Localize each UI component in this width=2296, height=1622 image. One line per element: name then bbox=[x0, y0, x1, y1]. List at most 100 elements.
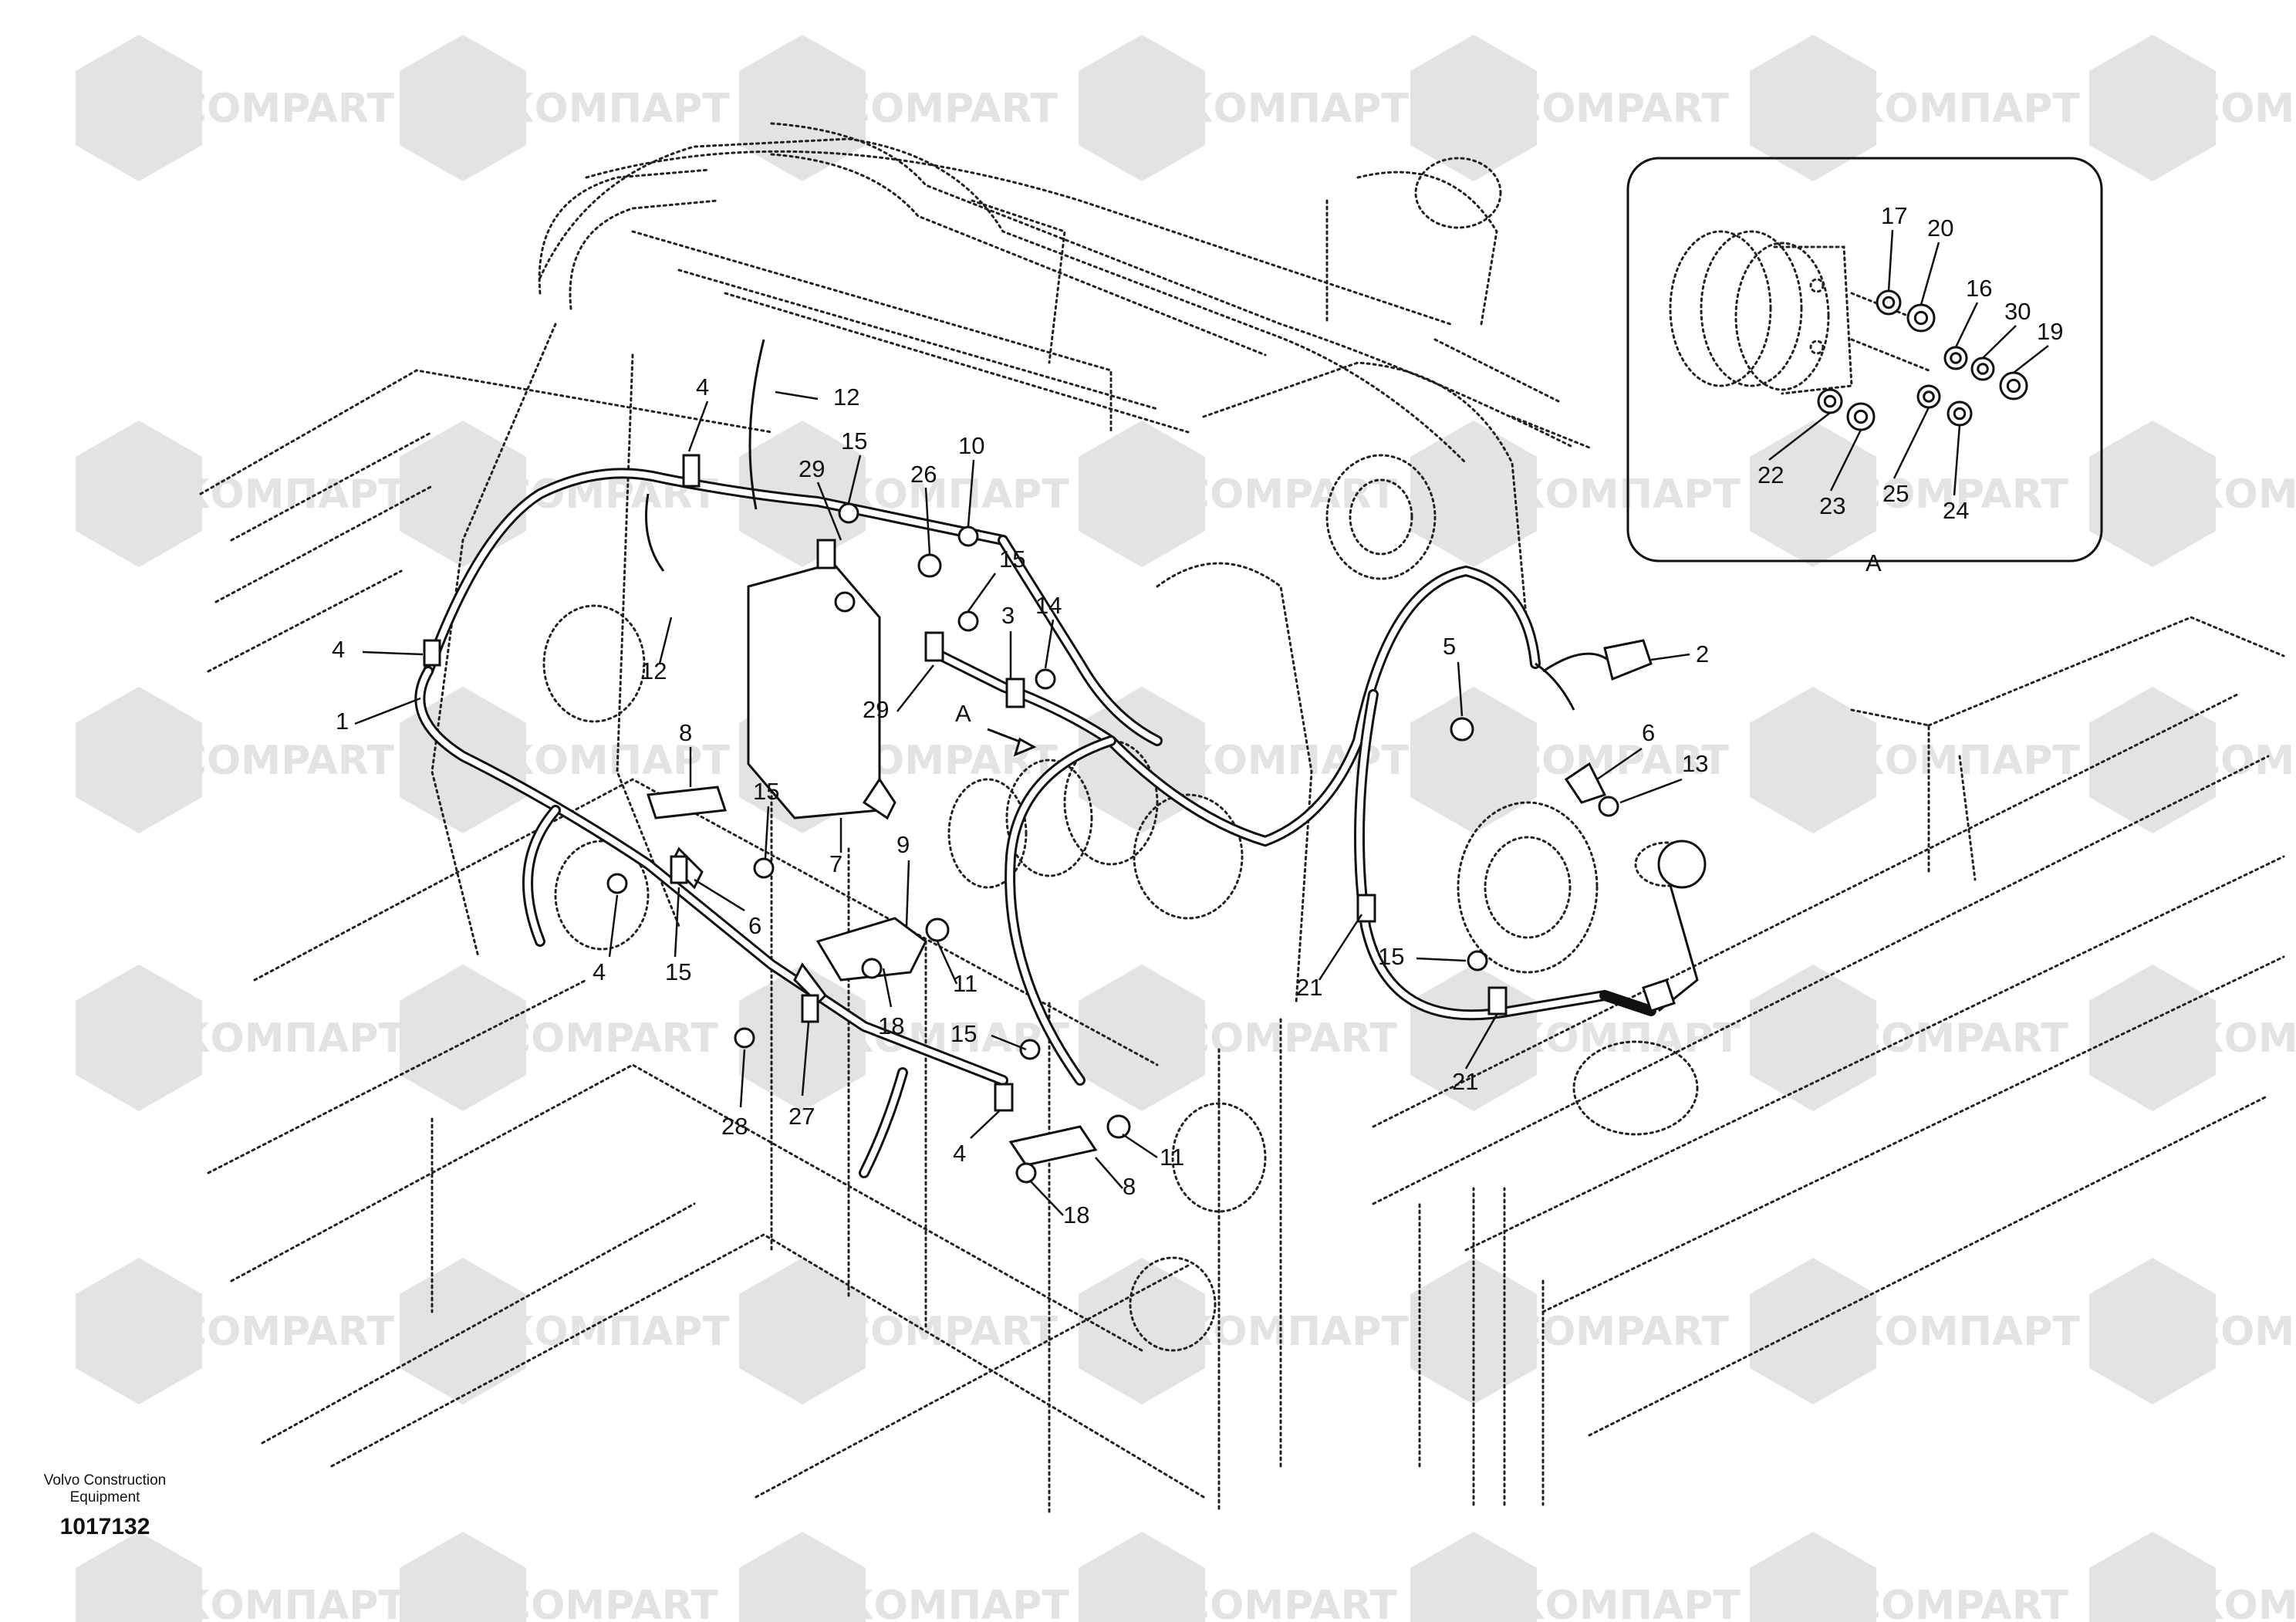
callout-27: 27 bbox=[788, 1103, 815, 1130]
watermark-text: COMPART bbox=[1512, 1309, 1729, 1355]
callout-29: 29 bbox=[799, 455, 825, 482]
watermark-logo bbox=[400, 1532, 526, 1622]
watermark-logo bbox=[76, 421, 202, 567]
callout-leader bbox=[896, 664, 934, 712]
detail-callout-30: 30 bbox=[2004, 298, 2031, 325]
watermark-logo bbox=[76, 35, 202, 181]
callout-13: 13 bbox=[1682, 750, 1708, 777]
watermark-logo bbox=[1079, 1258, 1205, 1404]
callout-18: 18 bbox=[1063, 1201, 1089, 1228]
callout-7: 7 bbox=[829, 850, 842, 877]
drawing-number: 1017132 bbox=[60, 1514, 150, 1539]
watermark-text: КОМПАРТ bbox=[1180, 1309, 1409, 1355]
watermark-text: COMPART bbox=[2191, 86, 2296, 132]
watermark-text: COMPART bbox=[1512, 86, 1729, 132]
detail-leader bbox=[1953, 424, 1961, 496]
watermark-text: COMPART bbox=[177, 738, 394, 784]
callout-14: 14 bbox=[1035, 592, 1062, 619]
watermark-logo bbox=[2089, 687, 2216, 833]
watermark-text: КОМПАРТ bbox=[2191, 1015, 2296, 1062]
detail-view-label: A bbox=[1866, 549, 1882, 576]
callout-leader bbox=[905, 860, 910, 927]
sensor bbox=[1642, 978, 1676, 1012]
callout-18: 18 bbox=[878, 1012, 904, 1039]
watermark-logo bbox=[1410, 35, 1537, 181]
watermark-logo bbox=[1750, 35, 1876, 181]
watermark-logo bbox=[400, 35, 526, 181]
callout-leader bbox=[775, 390, 819, 400]
callout-leader bbox=[816, 482, 842, 541]
detail-leader bbox=[1893, 407, 1930, 479]
watermark-text: КОМПАРТ bbox=[1180, 86, 1409, 132]
watermark-text: COMPART bbox=[177, 86, 394, 132]
watermark-text: КОМПАРТ bbox=[2191, 471, 2296, 518]
callout-leader bbox=[1650, 653, 1690, 661]
callout-leader bbox=[658, 617, 673, 664]
watermark-text: COMPART bbox=[1512, 738, 1729, 784]
watermark-logo bbox=[76, 1258, 202, 1404]
callout-leader bbox=[882, 968, 893, 1008]
watermark-logo bbox=[1079, 35, 1205, 181]
callout-6: 6 bbox=[1642, 719, 1655, 746]
watermark-text: КОМПАРТ bbox=[841, 1583, 1069, 1622]
watermark-text: КОМПАРТ bbox=[1512, 1583, 1741, 1622]
watermark-logo bbox=[76, 1532, 202, 1622]
callout-5: 5 bbox=[1443, 633, 1456, 660]
callout-21: 21 bbox=[1452, 1068, 1478, 1095]
components bbox=[423, 454, 1707, 1184]
callout-leader bbox=[1318, 914, 1363, 981]
callout-leader bbox=[1596, 747, 1643, 781]
watermark-logo bbox=[1410, 421, 1537, 567]
callout-15: 15 bbox=[950, 1020, 977, 1047]
watermark-text: КОМПАРТ bbox=[177, 1583, 406, 1622]
callout-10: 10 bbox=[958, 432, 984, 459]
bracket-6 bbox=[1564, 762, 1607, 804]
watermark-text: COMPART bbox=[1180, 471, 1397, 518]
callout-3: 3 bbox=[1001, 602, 1015, 629]
callout-leader bbox=[936, 941, 958, 985]
callout-leader bbox=[1457, 661, 1464, 717]
company-line2: Equipment bbox=[70, 1489, 141, 1505]
callout-12: 12 bbox=[640, 657, 667, 684]
detail-callout-25: 25 bbox=[1882, 480, 1909, 507]
callout-28: 28 bbox=[721, 1113, 748, 1140]
callout-leader bbox=[354, 697, 421, 725]
callout-leader bbox=[1044, 619, 1055, 669]
callout-leader bbox=[608, 894, 619, 958]
detail-leader bbox=[1887, 229, 1894, 292]
watermark-text: КОМПАРТ bbox=[177, 471, 406, 518]
watermark-layer: COMPART КОМПАРТ COMPART КОМПАРТ COMPART КОМПА… bbox=[76, 35, 2296, 1622]
callout-15: 15 bbox=[1378, 943, 1404, 970]
view-arrow: A bbox=[955, 700, 1037, 757]
bracket-8 bbox=[646, 786, 728, 819]
callout-leader bbox=[674, 887, 680, 958]
detail-leader bbox=[1954, 302, 1979, 348]
callout-1: 1 bbox=[336, 708, 349, 735]
view-arrow-label: A bbox=[955, 700, 971, 727]
detail-leader bbox=[1920, 242, 1940, 306]
watermark-text: КОМПАРТ bbox=[2191, 1583, 2296, 1622]
watermark-logo bbox=[1750, 1258, 1876, 1404]
watermark-logo bbox=[1750, 687, 1876, 833]
watermark-logo bbox=[2089, 965, 2216, 1111]
watermark-text: COMPART bbox=[1852, 471, 2068, 518]
watermark-text: КОМПАРТ bbox=[501, 86, 730, 132]
callout-leader bbox=[991, 1034, 1027, 1051]
callout-15: 15 bbox=[841, 427, 867, 454]
watermark-logo bbox=[1750, 1532, 1876, 1622]
watermark-text: КОМПАРТ bbox=[1512, 471, 1741, 518]
callout-6: 6 bbox=[748, 912, 761, 939]
watermark-logo bbox=[1750, 421, 1876, 567]
watermark-logo bbox=[1079, 1532, 1205, 1622]
callout-leader bbox=[967, 459, 975, 527]
callout-4: 4 bbox=[696, 373, 709, 400]
watermark-text: КОМПАРТ bbox=[1852, 1309, 2080, 1355]
detail-frame bbox=[1626, 157, 2103, 563]
watermark-text: COMPART bbox=[841, 86, 1058, 132]
callout-8: 8 bbox=[679, 719, 692, 746]
callout-15: 15 bbox=[665, 958, 691, 985]
callout-2: 2 bbox=[1696, 640, 1709, 667]
callout-leader bbox=[694, 878, 745, 912]
detail-callout-23: 23 bbox=[1819, 492, 1845, 519]
